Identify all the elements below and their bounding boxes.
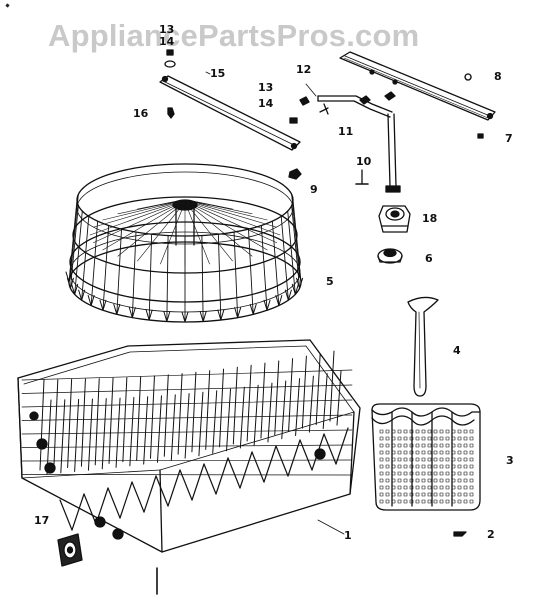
callout-10: 10 [356, 155, 372, 168]
callout-7: 7 [505, 132, 513, 145]
clip-part [453, 531, 467, 537]
spray-arm-bar-part [159, 75, 301, 151]
callout-14-lower: 14 [258, 97, 274, 110]
callout-6: 6 [425, 252, 433, 265]
nut-part-9 [288, 168, 302, 180]
pin-part [355, 169, 369, 185]
cup-rack-part [65, 163, 304, 323]
spray-tube-4-part [407, 296, 439, 397]
callout-4: 4 [453, 344, 461, 357]
callout-9: 9 [310, 183, 318, 196]
callout-3: 3 [506, 454, 514, 467]
spray-tube-part [299, 91, 401, 193]
callout-5: 5 [326, 275, 334, 288]
nut-parts-center [289, 117, 298, 124]
bearing-part [377, 248, 403, 264]
lower-rack-part [17, 339, 361, 553]
watermark-text: AppliancePartsPros.com [48, 18, 420, 53]
callout-18: 18 [422, 212, 438, 225]
callout-1: 1 [344, 529, 352, 542]
callout-16: 16 [133, 107, 149, 120]
leader-lines [205, 71, 345, 535]
callout-8: 8 [494, 70, 502, 83]
small-screw-8 [464, 73, 472, 81]
callout-15: 15 [210, 67, 226, 80]
small-screw-7 [477, 133, 484, 139]
callout-14-upper: 14 [159, 35, 175, 48]
coupling-part [378, 205, 411, 233]
callout-17: 17 [34, 514, 50, 527]
right-bar-part [339, 51, 496, 121]
callout-11: 11 [338, 125, 354, 138]
callout-12: 12 [296, 63, 312, 76]
callout-2: 2 [487, 528, 495, 541]
nut-parts-top-left [164, 49, 176, 119]
callout-13-upper: 13 [159, 23, 175, 36]
roller-part [57, 533, 83, 567]
callout-13-lower: 13 [258, 81, 274, 94]
silverware-basket-part [371, 403, 481, 511]
